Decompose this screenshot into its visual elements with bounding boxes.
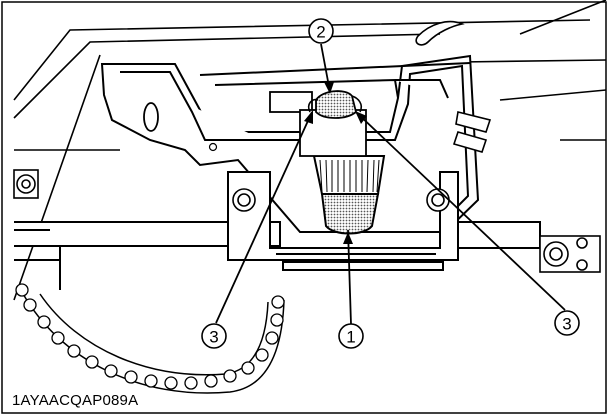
- callout-1: 1: [338, 323, 364, 349]
- callout-3-left: 3: [201, 323, 227, 349]
- figure-code-label: 1AYAACQAP089A: [12, 392, 139, 409]
- fuel-filter-bowl: [312, 155, 386, 235]
- svg-text:3: 3: [209, 328, 218, 347]
- drive-chain: [15, 283, 285, 394]
- svg-text:2: 2: [316, 23, 325, 42]
- left-bolt: [13, 169, 39, 199]
- right-bolts: [452, 111, 601, 273]
- leader-arrowheads: [304, 82, 367, 244]
- svg-text:1: 1: [346, 328, 355, 347]
- hose-clip: [415, 20, 465, 46]
- svg-text:3: 3: [562, 315, 571, 334]
- mount-plate: [227, 171, 459, 271]
- chassis-rails: [14, 221, 541, 290]
- callout-2: 2: [308, 18, 334, 44]
- bracket-hole: [208, 142, 218, 152]
- filter-bracket: [100, 54, 480, 233]
- fuel-hose: [315, 90, 358, 119]
- callout-3-right: 3: [554, 310, 580, 336]
- bracket-slot: [143, 102, 159, 132]
